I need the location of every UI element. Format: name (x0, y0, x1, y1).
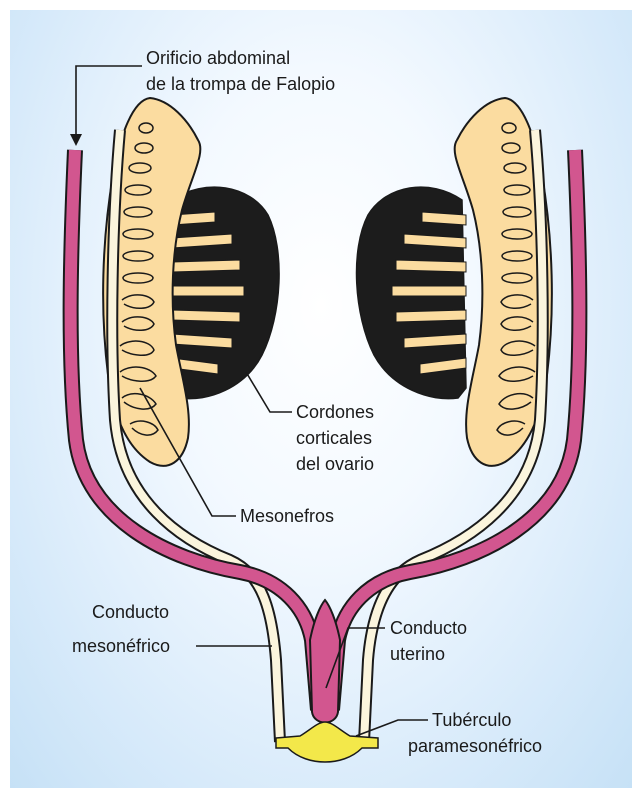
label-tuberculo-line2: paramesonéfrico (408, 736, 542, 756)
label-conducto-uterino-line2: uterino (390, 644, 445, 664)
label-conducto-meso-line2: mesonéfrico (72, 636, 170, 656)
label-mesonefros: Mesonefros (240, 506, 334, 526)
label-conducto-uterino-line1: Conducto (390, 618, 467, 638)
label-cordones-line2: corticales (296, 428, 372, 448)
label-cordones-line1: Cordones (296, 402, 374, 422)
label-cordones-line3: del ovario (296, 454, 374, 474)
right-gonad (357, 98, 552, 466)
label-tuberculo-line1: Tubérculo (432, 710, 511, 730)
label-conducto-meso-line1: Conducto (92, 602, 169, 622)
label-orificio-line1: Orificio abdominal (146, 48, 290, 68)
label-orificio-line2: de la trompa de Falopio (146, 74, 335, 94)
left-gonad (103, 98, 279, 466)
